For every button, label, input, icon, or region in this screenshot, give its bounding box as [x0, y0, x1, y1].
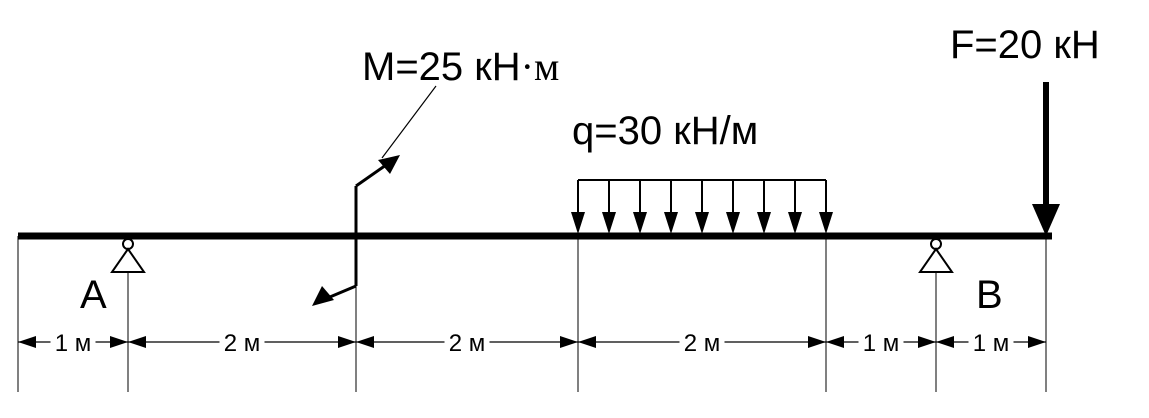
load-arrowhead [726, 212, 740, 234]
load-arrowhead [602, 212, 616, 234]
dimension-arrowhead [936, 336, 954, 348]
dimension-label: 2 м [449, 330, 486, 357]
dimension-arrowhead [338, 336, 356, 348]
load-arrowhead [664, 212, 678, 234]
moment-value: M=25 кН [362, 45, 521, 89]
load-arrowhead [757, 212, 771, 234]
support-a [110, 238, 146, 273]
dimension-arrowhead [918, 336, 936, 348]
dimension-arrowhead [1028, 336, 1046, 348]
load-arrowhead [788, 212, 802, 234]
extension-lines [17, 236, 1047, 392]
dimension-arrowhead [18, 336, 36, 348]
dimension-segment: 1 м [18, 328, 128, 357]
moment-symbol [317, 156, 397, 304]
moment-label: M=25 кН·м [362, 44, 559, 89]
load-arrowhead [571, 212, 585, 234]
support-a-label: A [80, 273, 107, 317]
dimension-arrowhead [110, 336, 128, 348]
moment-arrowhead-top [378, 155, 400, 174]
dimension-label: 1 м [55, 330, 92, 357]
distributed-load [571, 179, 833, 234]
support-b-label: B [976, 273, 1003, 317]
dimension-segment: 2 м [356, 328, 578, 357]
load-label: q=30 кН/м [572, 109, 758, 153]
load-arrowhead [819, 212, 833, 234]
dimension-arrowhead [808, 336, 826, 348]
dimension-arrowhead [826, 336, 844, 348]
dimension-segment: 2 м [128, 328, 356, 357]
load-arrowhead [695, 212, 709, 234]
dimension-arrowhead [356, 336, 374, 348]
moment-arrowhead-bottom [312, 286, 334, 306]
dimension-label: 2 м [224, 330, 261, 357]
force-label: F=20 кН [950, 23, 1100, 67]
load-arrowhead [633, 212, 647, 234]
moment-unit: ·м [521, 44, 560, 89]
force-arrow [1032, 82, 1060, 236]
dimension-label: 1 м [863, 330, 900, 357]
dimension-label: 2 м [684, 330, 721, 357]
dimension-chain: 1 м 2 м 2 м 2 м 1 м 1 м [18, 328, 1046, 357]
dimension-segment: 1 м [936, 328, 1046, 357]
dimension-segment: 1 м [826, 328, 936, 357]
dimension-arrowhead [560, 336, 578, 348]
dimension-segment: 2 м [578, 328, 826, 357]
dimension-arrowhead [578, 336, 596, 348]
moment-leader-line [381, 85, 437, 159]
support-b [918, 238, 954, 273]
dimension-label: 1 м [973, 330, 1010, 357]
dimension-arrowhead [128, 336, 146, 348]
